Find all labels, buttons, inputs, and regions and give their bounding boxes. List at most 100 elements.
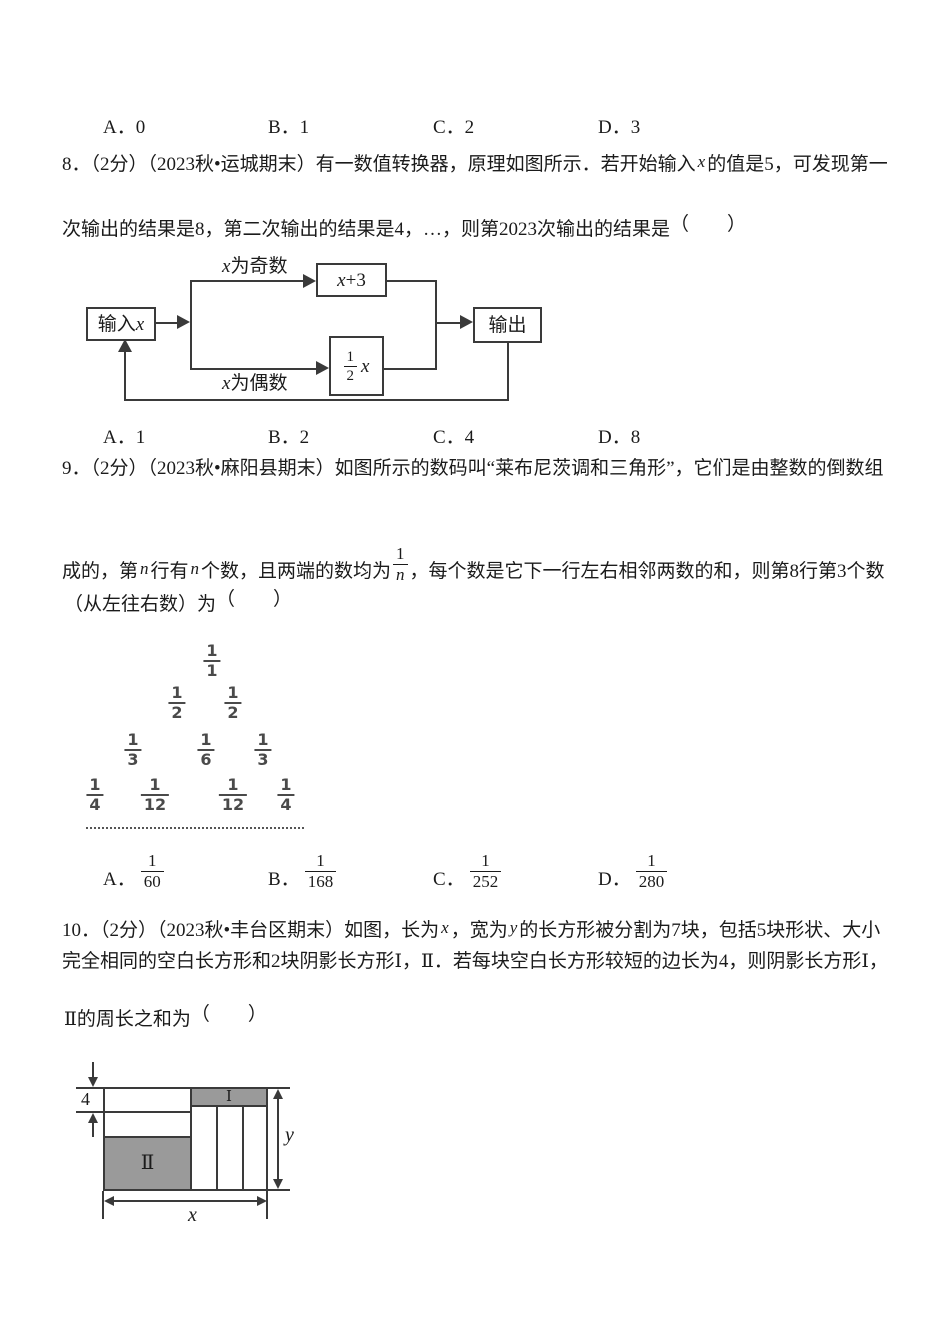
dimx-arrow-left-icon <box>104 1196 114 1206</box>
q9-var-n: n <box>140 559 149 578</box>
flow-odd-var: x <box>222 256 231 277</box>
q9-line3: （从左往右数）为（ ） <box>64 588 292 616</box>
flow-even-text: 为偶数 <box>230 373 288 394</box>
flow-merge-line <box>435 280 437 370</box>
fraction-numerator: 1 <box>647 851 656 870</box>
fraction-denominator: 3 <box>254 749 272 768</box>
fraction-numerator: 1 <box>280 775 292 794</box>
triangle-ellipsis-line <box>86 827 304 829</box>
dim4-extension-bottom <box>76 1111 103 1113</box>
q9-line2-text: 行有 <box>150 561 189 582</box>
fraction-numerator: 1 <box>171 683 183 702</box>
flow-line <box>384 368 437 370</box>
region-I-label: Ⅰ <box>226 1088 232 1105</box>
q7-option-d: D．3 <box>598 117 641 138</box>
flow-branch-line <box>190 280 192 370</box>
dimx-arrow-line <box>110 1200 261 1202</box>
diagram-outer-rect <box>103 1087 268 1191</box>
flow-arrow-right-icon <box>460 315 473 329</box>
fraction-numerator: 1 <box>227 775 239 794</box>
fraction-denominator: 2 <box>168 702 186 721</box>
diagram-divider-strip1 <box>103 1111 192 1113</box>
q10-line1-text: 10．（2分）（2023秋•丰台区期末）如图，长为 <box>62 920 440 941</box>
q9-line2-text: 成的，第 <box>62 561 139 582</box>
q9-var-n: n <box>190 559 200 578</box>
q9-line2-text: ，每个数是它下一行左右相邻两数的和，则第8行第3个数 <box>409 561 885 582</box>
flow-input-var: x <box>135 313 145 335</box>
dimx-extension-left <box>102 1191 104 1219</box>
fraction-denominator: n <box>393 564 408 584</box>
option-label: D． <box>598 869 631 890</box>
q8-line2-text: 次输出的结果是8，第二次输出的结果是4，…，则第2023次输出的结果是 <box>62 219 671 240</box>
fraction-denominator: 2 <box>224 702 242 721</box>
fraction-numerator: 1 <box>149 775 161 794</box>
fraction-numerator: 1 <box>206 641 218 660</box>
q10-var-x: x <box>441 918 449 937</box>
q10-line1-text: 的长方形被分割为7块，包括5块形状、大小 <box>519 920 881 941</box>
fraction-denominator: 252 <box>469 871 502 891</box>
q8-option-d: D．8 <box>598 427 641 448</box>
flow-even-label: x为偶数 <box>222 372 287 395</box>
q8-option-b: B．2 <box>268 427 310 448</box>
q9-answer-paren: （ ） <box>216 589 293 610</box>
q9-line3-text: （从左往右数）为 <box>64 594 217 615</box>
fraction-numerator: 1 <box>89 775 101 794</box>
fraction-numerator: 1 <box>346 348 355 365</box>
diagram-region-II: Ⅱ <box>105 1138 190 1189</box>
q8-line1-text: 8．（2分）（2023秋•运城期末）有一数值转换器，原理如图所示．若开始输入 <box>62 154 696 175</box>
dimy-arrow-line <box>277 1095 279 1183</box>
flow-odd-box-var: x <box>337 269 346 291</box>
flow-input-label: 输入 <box>97 313 136 335</box>
flow-output-label: 输出 <box>488 314 527 336</box>
fraction-denominator: 280 <box>635 871 668 891</box>
option-label: A． <box>103 869 136 890</box>
dimy-extension-bottom <box>268 1189 290 1191</box>
q7-option-c: C．2 <box>433 117 475 138</box>
flow-arrow-right-icon <box>177 315 190 329</box>
flow-odd-text: 为奇数 <box>230 256 288 277</box>
diagram-divider-strip2 <box>103 1136 192 1138</box>
dim4-line-above <box>92 1062 94 1078</box>
q10-answer-paren: （ ） <box>190 1004 267 1025</box>
flow-arrow-right-icon <box>316 361 329 375</box>
fraction-numerator: 1 <box>127 730 139 749</box>
dimy-arrow-down-icon <box>273 1179 283 1189</box>
dimx-extension-right <box>266 1191 268 1219</box>
fraction-denominator: 6 <box>197 749 215 768</box>
fraction-denominator: 2 <box>343 365 358 384</box>
flow-line <box>387 280 437 282</box>
fraction-numerator: 1 <box>257 730 269 749</box>
flow-line <box>190 368 317 370</box>
dimx-arrow-right-icon <box>257 1196 267 1206</box>
fraction-denominator: 168 <box>304 871 337 891</box>
dimy-arrow-up-icon <box>273 1089 283 1099</box>
fraction-denominator: 4 <box>277 794 295 813</box>
flow-arrow-right-icon <box>303 274 316 288</box>
q10-line2: 完全相同的空白长方形和2块阴影长方形Ⅰ，Ⅱ．若每块空白长方形较短的边长为4，则阴… <box>62 951 888 972</box>
flow-feedback-line <box>507 343 509 401</box>
dimy-label: y <box>285 1124 294 1146</box>
q7-option-b: B．1 <box>268 117 310 138</box>
diagram-divider-col1 <box>216 1107 218 1189</box>
